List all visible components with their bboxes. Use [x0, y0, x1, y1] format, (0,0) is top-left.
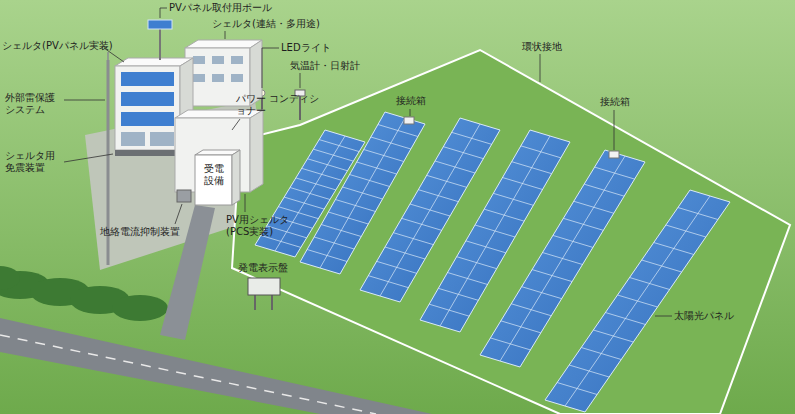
- solar-rows: [255, 112, 730, 412]
- shelter-pcs: [175, 110, 263, 192]
- panel-divider: [275, 136, 345, 251]
- callout-label: 受電 設備: [204, 163, 228, 187]
- callout-label: シェルタ(連結・多用途): [212, 18, 320, 30]
- junction-box: [404, 117, 414, 124]
- callout-label: 接続箱: [600, 96, 630, 108]
- road-marking: [0, 335, 376, 414]
- panel-divider: [380, 124, 480, 296]
- callout-label: 外部雷保護 システム: [5, 92, 63, 116]
- ring-earthing-fence: [232, 50, 790, 414]
- lightning-rod: [107, 52, 109, 60]
- panel-divider: [320, 118, 405, 268]
- sign-post: [254, 294, 256, 310]
- callout-label: 太陽光パネル: [674, 310, 734, 322]
- panel-divider: [565, 196, 710, 406]
- callout-label: 発電表示盤: [238, 262, 288, 274]
- callout-label: LEDライト: [281, 42, 331, 54]
- driveway: [160, 205, 215, 340]
- panel-grid: [261, 118, 718, 406]
- callout-label: 接続箱: [396, 95, 426, 107]
- callout-label: 環状接地: [522, 41, 562, 53]
- ground-fault-device: [177, 190, 191, 202]
- callout-label: PV用シェルタ (PCS実装): [226, 214, 306, 238]
- callout-label: 地絡電流抑制装置: [100, 226, 180, 238]
- callout-label: シェルタ(PVパネル実装): [2, 40, 113, 52]
- callout-label: PVパネル取付用ポール: [169, 2, 272, 14]
- pole-panel: [148, 20, 172, 29]
- hedge: [0, 266, 168, 321]
- junction-box: [609, 151, 619, 158]
- callout-label: 気温計・日射計: [290, 60, 360, 72]
- receiving-box: [195, 150, 240, 205]
- road: [0, 318, 432, 414]
- leader-lines: [64, 8, 672, 316]
- callout-label: シェルタ用 免震装置: [5, 150, 63, 174]
- callout-label: パワー コンディショナー: [236, 93, 322, 117]
- sign-post: [271, 294, 273, 310]
- panel-divider: [440, 136, 550, 326]
- display-board: [248, 278, 280, 295]
- panel-divider: [500, 156, 625, 361]
